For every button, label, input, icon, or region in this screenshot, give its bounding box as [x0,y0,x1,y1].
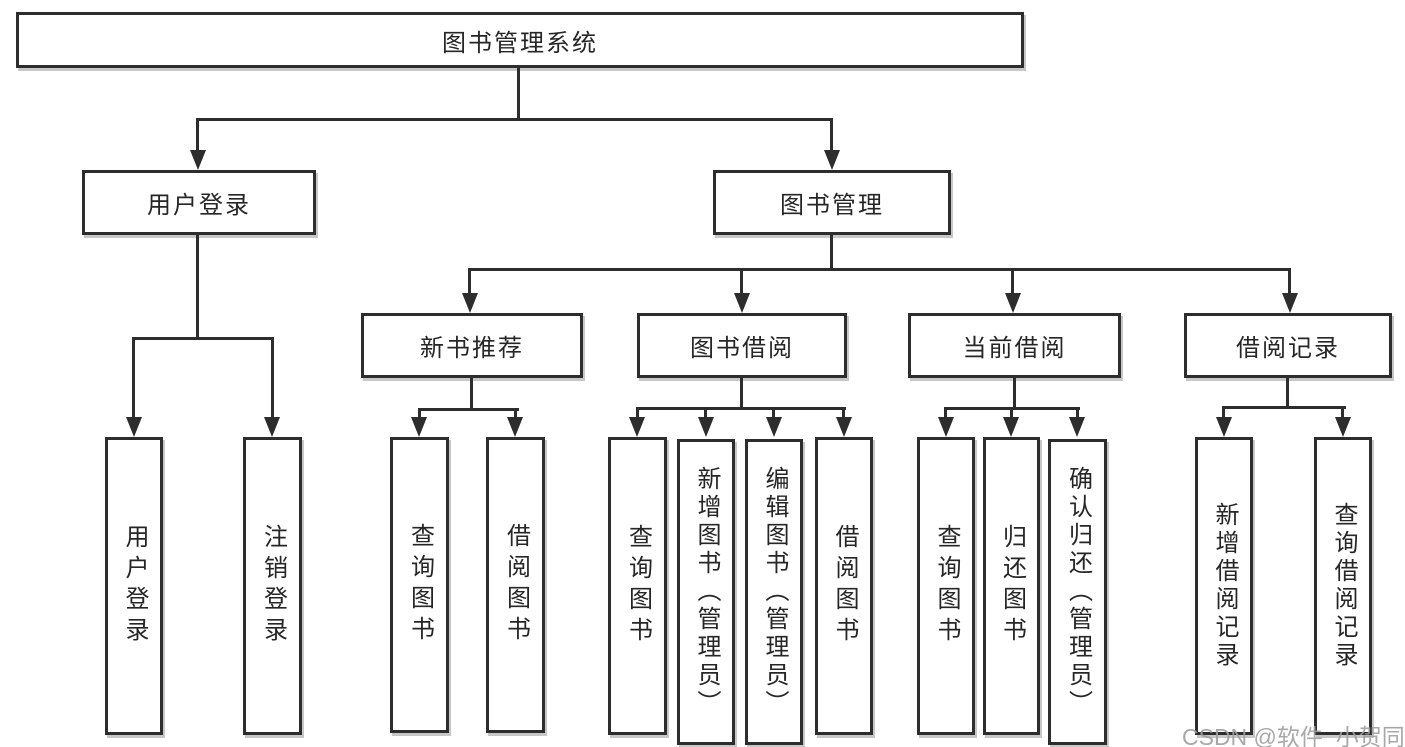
arrow-down-icon [411,417,427,437]
connector-line [740,378,743,407]
arrow-down-icon [698,417,714,437]
node-current-borrow: 当前借阅 [908,313,1121,378]
connector-line [517,68,520,118]
connector-line [842,407,845,417]
leaf-borrow-query-books: 查询图书 [608,437,667,735]
node-user-login-label: 用户登录 [147,192,251,219]
connector-line [830,235,833,268]
connector-line [1222,406,1346,409]
leaf-edit-book-admin-label: 编辑图书（管理员） [761,466,788,718]
leaf-recommend-borrow-books-label: 借阅图书 [502,523,530,647]
leaf-logout: 注销登录 [243,437,302,735]
connector-line [704,407,707,417]
connector-line [1286,378,1289,406]
leaf-current-query-books: 查询图书 [917,437,975,735]
leaf-recommend-query-books: 查询图书 [390,437,449,733]
arrow-down-icon [629,417,645,437]
arrow-down-icon [734,293,750,313]
node-new-book-recommend-label: 新书推荐 [420,335,524,362]
connector-line [830,118,833,150]
leaf-borrow-query-books-label: 查询图书 [624,524,652,648]
leaf-recommend-query-books-label: 查询图书 [406,523,434,647]
connector-line [418,408,421,417]
leaf-confirm-return-admin: 确认归还（管理员） [1048,439,1107,745]
connector-line [772,407,775,417]
connector-line [740,268,743,293]
csdn-watermark: CSDN @软件_小贺同学 [1182,724,1405,747]
leaf-borrow-books-label: 借阅图书 [831,524,858,648]
connector-line [1288,268,1291,293]
connector-line [196,235,199,337]
connector-line [1010,407,1013,417]
leaf-recommend-borrow-books: 借阅图书 [486,437,545,733]
leaf-add-borrow-record: 新增借阅记录 [1195,437,1253,735]
leaf-user-login-label: 用户登录 [121,524,148,648]
node-book-management: 图书管理 [713,170,951,235]
connector-line [1341,406,1344,417]
connector-line [944,407,947,417]
leaf-return-books: 归还图书 [983,437,1040,735]
node-root: 图书管理系统 [16,12,1024,68]
node-borrow-records: 借阅记录 [1184,313,1392,378]
leaf-user-login: 用户登录 [105,437,163,735]
arrow-down-icon [1282,293,1298,313]
connector-line [468,268,1291,271]
arrow-down-icon [190,150,206,170]
arrow-down-icon [126,417,142,437]
leaf-edit-book-admin: 编辑图书（管理员） [745,439,803,745]
node-new-book-recommend: 新书推荐 [361,313,583,378]
connector-line [1011,268,1014,293]
connector-line [470,378,473,408]
leaf-add-borrow-record-label: 新增借阅记录 [1211,502,1238,670]
connector-line [1076,407,1079,417]
connector-line [636,407,639,417]
leaf-query-borrow-record-label: 查询借阅记录 [1330,502,1357,670]
connector-line [514,408,517,417]
connector-line [636,407,846,410]
arrow-down-icon [1005,293,1021,313]
node-root-label: 图书管理系统 [442,29,598,57]
connector-line [468,268,471,293]
arrow-down-icon [462,293,478,313]
leaf-borrow-books: 借阅图书 [815,437,873,735]
leaf-query-borrow-record: 查询借阅记录 [1314,437,1372,735]
node-current-borrow-label: 当前借阅 [962,335,1067,362]
arrow-down-icon [1216,417,1232,437]
leaf-return-books-label: 归还图书 [998,524,1026,648]
connector-line [1013,378,1016,407]
node-user-login: 用户登录 [82,170,316,235]
arrow-down-icon [938,417,954,437]
connector-line [1222,406,1225,417]
leaf-logout-label: 注销登录 [259,524,287,648]
node-book-borrow: 图书借阅 [637,313,847,378]
connector-line [132,337,274,340]
leaf-current-query-books-label: 查询图书 [933,524,960,648]
arrow-down-icon [824,150,840,170]
node-book-management-label: 图书管理 [780,192,884,219]
arrow-down-icon [1069,417,1085,437]
connector-line [196,118,199,150]
arrow-down-icon [264,417,280,437]
connector-line [418,408,519,411]
leaf-confirm-return-admin-label: 确认归还（管理员） [1064,466,1092,718]
connector-line [132,337,135,417]
leaf-add-book-admin: 新增图书（管理员） [677,439,735,745]
leaf-add-book-admin-label: 新增图书（管理员） [693,466,720,718]
arrow-down-icon [1335,417,1351,437]
connector-line [271,337,274,417]
connector-line [196,118,833,121]
node-book-borrow-label: 图书借阅 [690,335,794,362]
arrow-down-icon [1003,417,1019,437]
arrow-down-icon [836,417,852,437]
arrow-down-icon [507,417,523,437]
arrow-down-icon [766,417,782,437]
node-borrow-records-label: 借阅记录 [1236,335,1340,362]
